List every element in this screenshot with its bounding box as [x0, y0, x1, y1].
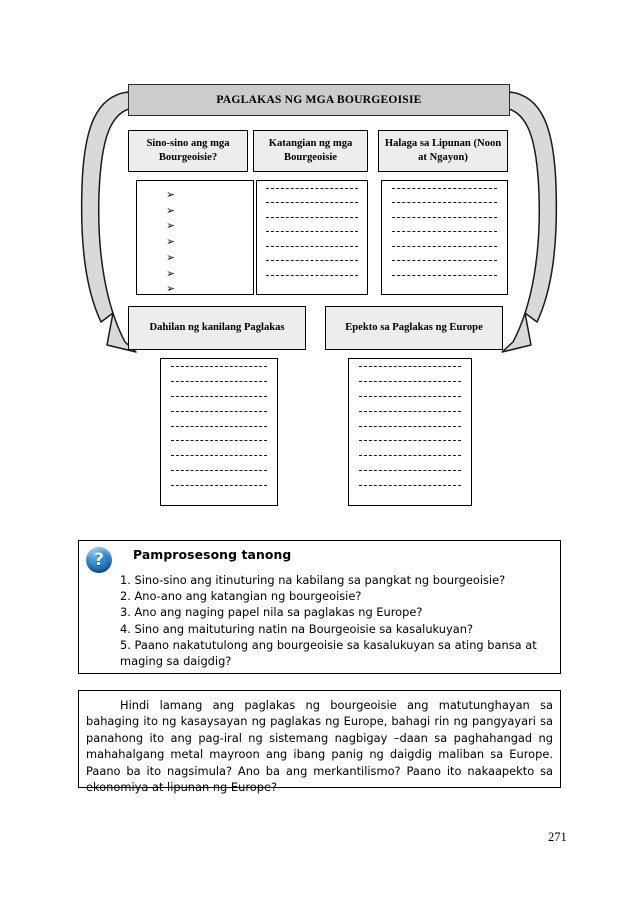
writing-line[interactable] — [359, 455, 461, 457]
bullet-item[interactable]: ➢ — [137, 252, 253, 264]
arrow-bullet-icon: ➢ — [166, 235, 176, 249]
writing-line[interactable] — [266, 188, 358, 189]
arrow-bullet-icon: ➢ — [166, 203, 176, 217]
writing-line[interactable] — [359, 395, 461, 397]
writing-lines — [382, 181, 507, 294]
writing-line[interactable] — [266, 260, 358, 262]
column-heading-label: Epekto sa Paglakas ng Europe — [345, 322, 483, 334]
writing-line[interactable] — [359, 410, 461, 412]
arrow-bullet-icon: ➢ — [166, 250, 176, 264]
column-heading-label: Dahilan ng kanilang Paglakas — [149, 322, 285, 334]
bullet-item[interactable]: ➢ — [137, 236, 253, 248]
writing-line[interactable] — [266, 202, 358, 204]
arrow-bullet-icon: ➢ — [166, 219, 176, 233]
writing-line[interactable] — [266, 231, 358, 233]
bullet-item[interactable]: ➢ — [137, 205, 253, 217]
pamprosesong-tanong-title: Pamprosesong tanong — [133, 547, 292, 562]
writing-line[interactable] — [171, 425, 267, 427]
writing-line[interactable] — [266, 274, 358, 276]
writing-line[interactable] — [392, 202, 497, 204]
writing-line[interactable] — [392, 216, 497, 218]
writing-line[interactable] — [359, 470, 461, 472]
right-curved-arrow — [501, 91, 558, 353]
bullet-item[interactable]: ➢ — [137, 220, 253, 232]
column-heading-label: Sino-sino ang mga Bourgeoisie? — [146, 138, 230, 163]
pamprosesong-tanong-panel — [78, 540, 561, 674]
question-item: 1. Sino-sino ang itinuturing na kabilang… — [120, 573, 506, 587]
writing-line[interactable] — [359, 366, 461, 367]
writing-line[interactable] — [392, 231, 497, 233]
question-item: 5. Paano nakatutulong ang bourgeoisie sa… — [120, 637, 537, 668]
writing-line[interactable] — [359, 440, 461, 442]
writing-line[interactable] — [171, 395, 267, 397]
writing-line[interactable] — [392, 274, 497, 276]
question-item: 2. Ano-ano ang katangian ng bourgeoisie? — [120, 589, 362, 604]
writing-lines — [161, 359, 277, 505]
answer-box-epekto[interactable] — [348, 358, 472, 506]
question-list: 1. Sino-sino ang itinuturing na kabilang… — [120, 572, 554, 669]
writing-line[interactable] — [171, 440, 267, 442]
question-item: 4. Sino ang maituturing natin na Bourgeo… — [120, 621, 474, 636]
writing-line[interactable] — [171, 455, 267, 457]
intro-paragraph-text: Hindi lamang ang paglakas ng bourgeoisie… — [86, 698, 553, 795]
organizer-title-box: PAGLAKAS NG MGA BOURGEOISIE — [128, 84, 510, 116]
writing-line[interactable] — [171, 485, 267, 486]
writing-line[interactable] — [266, 245, 358, 247]
answer-box-katangian[interactable] — [256, 180, 368, 295]
writing-line[interactable] — [266, 216, 358, 218]
column-heading-epekto: Epekto sa Paglakas ng Europe — [325, 306, 503, 350]
graphic-organizer: PAGLAKAS NG MGA BOURGEOISIE Sino-sino an… — [80, 84, 558, 506]
writing-line[interactable] — [392, 188, 497, 189]
writing-line[interactable] — [359, 485, 461, 486]
answer-box-dahilan[interactable] — [160, 358, 278, 506]
writing-line[interactable] — [359, 380, 461, 382]
organizer-title: PAGLAKAS NG MGA BOURGEOISIE — [216, 93, 422, 107]
column-heading-dahilan: Dahilan ng kanilang Paglakas — [128, 306, 306, 350]
writing-line[interactable] — [171, 366, 267, 367]
bullet-item[interactable]: ➢ — [137, 189, 253, 201]
question-mark-glyph: ? — [94, 549, 104, 570]
column-heading-halaga: Halaga sa Lipunan (Noon at Ngayon) — [378, 130, 508, 172]
arrow-bullet-icon: ➢ — [166, 188, 176, 201]
intro-paragraph-panel — [78, 690, 561, 788]
column-heading-katangian: Katangian ng mga Bourgeoisie — [253, 130, 368, 172]
writing-line[interactable] — [171, 410, 267, 412]
answer-box-sino-sino[interactable]: ➢➢➢➢➢➢➢ — [136, 180, 254, 295]
arrow-bullet-icon: ➢ — [166, 282, 176, 295]
writing-line[interactable] — [171, 470, 267, 472]
column-heading-label: Katangian ng mga Bourgeoisie — [268, 138, 353, 163]
bullet-item[interactable]: ➢ — [137, 282, 253, 295]
arrow-bullet-icon: ➢ — [166, 266, 176, 280]
bullet-item[interactable]: ➢ — [137, 268, 253, 280]
writing-line[interactable] — [392, 260, 497, 262]
answer-box-halaga[interactable] — [381, 180, 508, 295]
writing-line[interactable] — [171, 380, 267, 382]
writing-lines — [349, 359, 471, 505]
column-heading-label: Halaga sa Lipunan (Noon at Ngayon) — [384, 138, 502, 163]
writing-lines — [257, 181, 367, 294]
writing-line[interactable] — [392, 245, 497, 247]
question-mark-icon: ? — [86, 547, 112, 573]
bullet-list: ➢➢➢➢➢➢➢ — [137, 181, 253, 294]
page-number: 271 — [548, 830, 567, 844]
question-item: 3. Ano ang naging papel nila sa paglakas… — [120, 605, 423, 620]
column-heading-sino-sino: Sino-sino ang mga Bourgeoisie? — [128, 130, 248, 172]
writing-line[interactable] — [359, 425, 461, 427]
